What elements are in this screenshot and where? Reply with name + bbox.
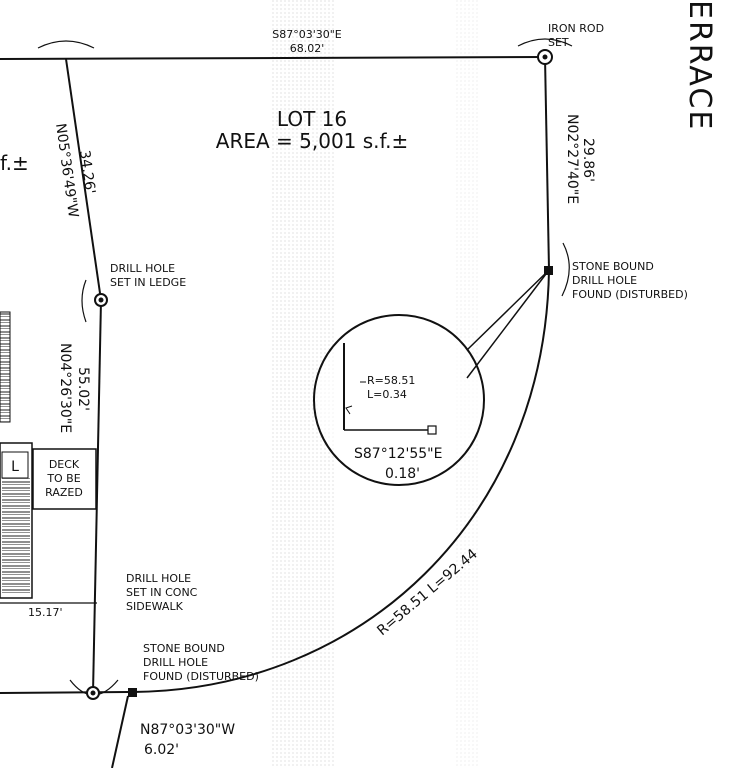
left-lower-distance: 55.02'	[75, 367, 91, 411]
lot-name: LOT 16	[277, 107, 347, 131]
stone-bound-upper-label-3: FOUND (DISTURBED)	[572, 288, 688, 301]
top-bearing: S87°03'30"E	[272, 28, 342, 41]
top-distance: 68.02'	[290, 42, 325, 55]
detail-distance: 0.18'	[385, 466, 420, 482]
iron-rod-label-2: SET	[548, 36, 569, 49]
drill-hole-ledge-label-1: DRILL HOLE	[110, 262, 175, 275]
l-box	[1, 451, 29, 479]
right-boundary-line	[544, 56, 550, 271]
deck-label-3: RAZED	[45, 486, 83, 499]
l-box-label: L	[11, 459, 19, 475]
iron-rod-marker	[537, 49, 553, 65]
drill-hole-sidewalk-marker	[86, 686, 100, 700]
deck-label-2: TO BE	[46, 472, 80, 485]
top-boundary-line	[0, 56, 546, 60]
detail-bearing: S87°12'55"E	[354, 446, 442, 462]
left-upper-distance: 34.26'	[76, 149, 98, 195]
svg-text:ERRACE: ERRACE	[682, 0, 717, 131]
stone-bound-lower-label-2: DRILL HOLE	[143, 656, 208, 669]
drill-hole-ledge-marker	[94, 293, 108, 307]
corner-arcs	[37, 38, 573, 696]
offset-distance: 15.17'	[28, 606, 63, 619]
stone-bound-upper-label-2: DRILL HOLE	[572, 274, 637, 287]
bottom-distance: 6.02'	[144, 742, 179, 758]
detail-radius: R=58.51	[367, 374, 415, 387]
stone-bound-upper-label-1: STONE BOUND	[572, 260, 654, 273]
lot-boundary	[0, 56, 550, 768]
adjacent-hatch-lower	[2, 478, 30, 594]
detail-callout	[313, 269, 550, 486]
lot-area: AREA = 5,001 s.f.±	[216, 129, 408, 153]
drill-hole-sidewalk-label-2: SET IN CONC	[126, 586, 198, 599]
adjacent-hatch-upper	[0, 311, 11, 423]
iron-rod-label-1: IRON ROD	[548, 22, 604, 35]
deck-box	[32, 448, 97, 510]
right-upper-bearing: N02°27'40"E	[564, 114, 580, 204]
deck-label-1: DECK	[49, 458, 80, 471]
bottom-bearing: N87°03'30"W	[140, 722, 235, 738]
tie-line	[111, 695, 129, 768]
stone-bound-lower-label-3: FOUND (DISTURBED)	[143, 670, 259, 683]
left-upper-boundary-line	[65, 58, 102, 301]
drill-hole-ledge-label-2: SET IN LEDGE	[110, 276, 186, 289]
detail-length: L=0.34	[367, 388, 407, 401]
drill-hole-sidewalk-label-1: DRILL HOLE	[126, 572, 191, 585]
drill-hole-sidewalk-label-3: SIDEWALK	[126, 600, 184, 613]
stone-bound-lower-marker	[128, 688, 137, 697]
curve-boundary-line	[132, 269, 550, 693]
left-lower-bearing: N04°26'30"E	[57, 343, 73, 433]
right-upper-distance: 29.86'	[580, 138, 596, 182]
stone-bound-lower-label-1: STONE BOUND	[143, 642, 225, 655]
left-lower-boundary-line	[92, 299, 102, 694]
bottom-boundary-line	[0, 691, 134, 694]
adjacent-area-fragment: f.±	[0, 151, 29, 175]
street-name: ERRACE	[682, 0, 717, 131]
